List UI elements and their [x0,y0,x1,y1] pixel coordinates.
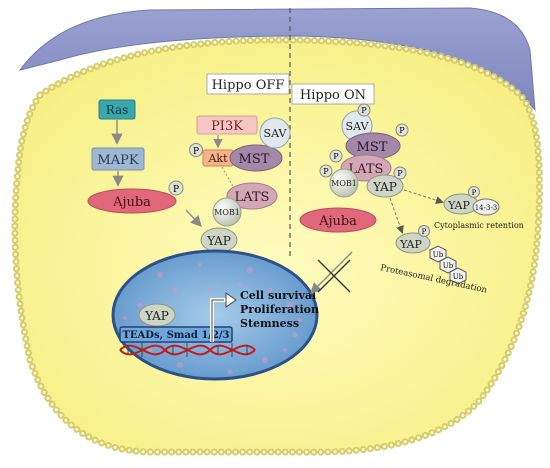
sav-off [259,117,291,149]
nucleus [111,249,319,381]
phospho-mst: P [399,126,405,135]
yap-ubiquitinated [395,232,431,254]
pi3k-label: PI3K [211,119,243,134]
outcome-cell-survival: Cell survival [240,289,316,302]
mob1-off [212,197,242,227]
sav-off-label: SAV [264,127,288,140]
mst-off [229,144,283,172]
yap-on [366,174,404,198]
phospho-sav: P [361,106,367,115]
yap-off-label: YAP [206,234,231,248]
phospho-mob1: P [323,167,329,176]
ajuba-on-label: Ajuba [318,214,357,229]
cytoplasmic-retention-label: Cytoplasmic retention [434,221,524,230]
chromatin-texture [123,263,302,375]
phospho-lats: P [333,152,339,161]
svg-text:Ub: Ub [453,273,464,281]
protein-14-3-3-label: 14-3-3 [475,204,498,212]
pi3k-box [196,115,258,135]
phospho-yap-on: P [397,169,403,178]
phospho-akt: P [193,147,199,157]
lats-on-label: LATS [349,162,384,177]
teads-label: TEADs, Smad 1/2/3 [122,330,229,341]
mst-on-label: MST [357,140,388,155]
yap-ubiquitinated-label: YAP [399,238,422,251]
phospho-yap-cyto: P [472,189,477,197]
yap-nucleus [138,303,176,327]
protein-14-3-3 [472,198,500,216]
hippo-on-label: Hippo ON [300,88,366,103]
blocked-import-arrow [310,251,353,294]
sav-on-label: SAV [346,120,370,133]
teads-box [119,326,233,343]
svg-text:Ub: Ub [433,251,444,259]
ubiquitin-chain: Ub Ub Ub [429,245,467,285]
phospho-ajuba: P [173,185,179,195]
akt-label: Akt [207,152,228,165]
lats-off [226,182,278,210]
svg-text:Ub: Ub [443,262,454,270]
cell-cytoplasm [13,38,541,454]
ajuba-off [87,188,177,214]
mob1-on [329,168,359,198]
ras-box [98,99,136,120]
yap-on-label: YAP [372,180,397,194]
yap-cytoplasmic-label: YAP [447,199,470,212]
mob1-off-label: MOB1 [214,208,240,217]
outcome-proliferation: Proliferation [240,303,319,316]
cell-membrane [11,36,543,456]
outcome-stemness: Stemness [240,317,299,330]
ras-label: Ras [106,103,129,117]
dna-helix [119,343,256,357]
mst-off-label: MST [239,152,270,167]
phospho-yap-ub: P [422,228,427,236]
mob1-on-label: MOB1 [331,179,357,188]
ajuba-on [299,207,377,233]
ajuba-off-label: Ajuba [112,195,151,210]
yap-nucleus-label: YAP [144,309,169,323]
hippo-off-label: Hippo OFF [212,78,285,93]
mapk-box [91,147,145,171]
lats-off-label: LATS [235,190,270,205]
mapk-label: MAPK [97,153,138,168]
